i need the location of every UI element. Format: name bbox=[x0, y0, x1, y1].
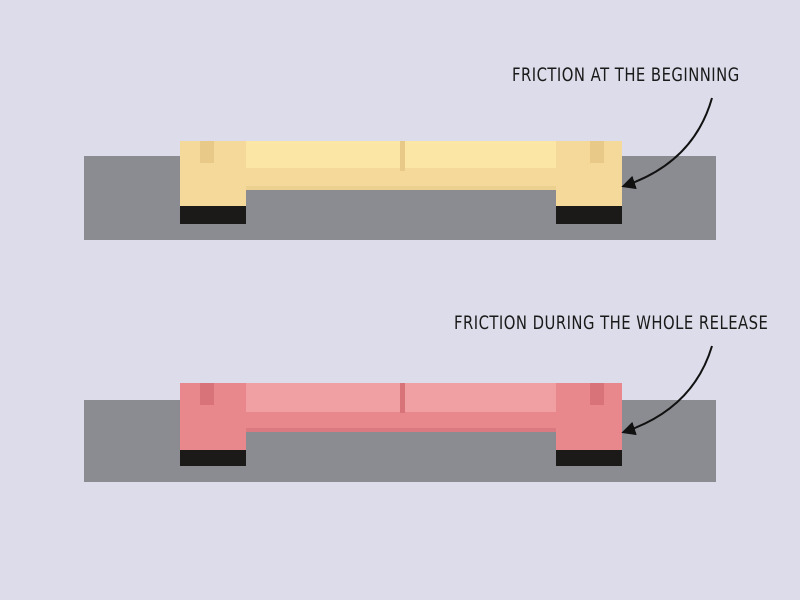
top-part bbox=[180, 141, 622, 206]
top-assembly bbox=[84, 141, 716, 240]
curved-arrow-icon bbox=[621, 345, 713, 436]
bottom-part bbox=[180, 383, 622, 450]
bottom-right-dark-foot bbox=[556, 449, 622, 466]
top-left-dark-foot bbox=[180, 205, 246, 224]
annotation-bottom: FRICTION DURING THE WHOLE RELEASE bbox=[454, 312, 769, 334]
bottom-left-dark-foot bbox=[180, 449, 246, 466]
annotation-top: FRICTION AT THE BEGINNING bbox=[512, 64, 740, 86]
curved-arrow-icon bbox=[621, 97, 713, 190]
top-right-dark-foot bbox=[556, 205, 622, 224]
bottom-assembly bbox=[84, 383, 716, 482]
